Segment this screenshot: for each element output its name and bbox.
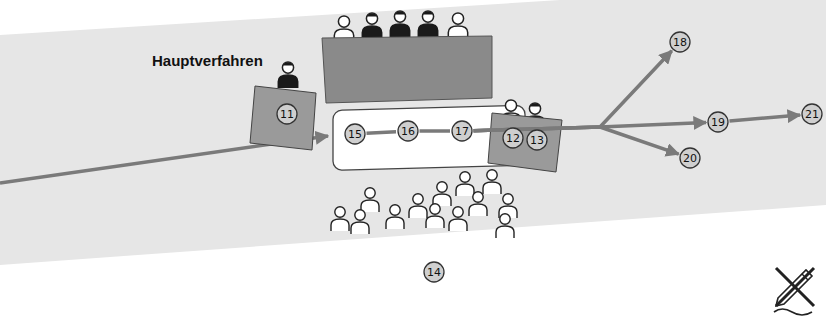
callout-number: 19 bbox=[711, 117, 725, 128]
callout-circle: 18 bbox=[669, 31, 691, 53]
callout-number: 21 bbox=[805, 109, 819, 120]
callout-circle: 15 bbox=[344, 123, 366, 145]
callout-circle: 20 bbox=[679, 147, 701, 169]
callout-circle: 14 bbox=[423, 261, 445, 283]
callout-circle: 12 bbox=[502, 127, 524, 149]
callout-number: 17 bbox=[455, 126, 469, 137]
callout-circle: 11 bbox=[276, 103, 298, 125]
callout-circle: 13 bbox=[526, 129, 548, 151]
callout-number: 18 bbox=[673, 37, 687, 48]
flow-connector bbox=[729, 115, 800, 121]
callout-number: 13 bbox=[530, 135, 544, 146]
callout-circle: 16 bbox=[397, 120, 419, 142]
flow-connector bbox=[366, 132, 396, 134]
right-desk bbox=[488, 100, 562, 172]
audience bbox=[331, 170, 517, 238]
callout-number: 12 bbox=[506, 133, 520, 144]
callout-number: 15 bbox=[348, 129, 362, 140]
callout-circle: 19 bbox=[707, 111, 729, 133]
judges-bench bbox=[322, 11, 492, 103]
callout-number: 11 bbox=[280, 109, 294, 120]
flow-connector bbox=[473, 127, 678, 154]
callout-number: 20 bbox=[683, 153, 697, 164]
callout-number: 16 bbox=[401, 126, 415, 137]
diagram-title: Hauptverfahren bbox=[152, 52, 263, 69]
flow-connector bbox=[420, 129, 451, 133]
left-desk bbox=[250, 62, 316, 150]
callout-circle: 21 bbox=[801, 103, 823, 125]
callout-number: 14 bbox=[427, 267, 441, 278]
callout-circle: 17 bbox=[451, 120, 473, 142]
no-writing-icon bbox=[774, 268, 814, 315]
background-band bbox=[0, 0, 826, 265]
flow-connector bbox=[473, 51, 671, 131]
